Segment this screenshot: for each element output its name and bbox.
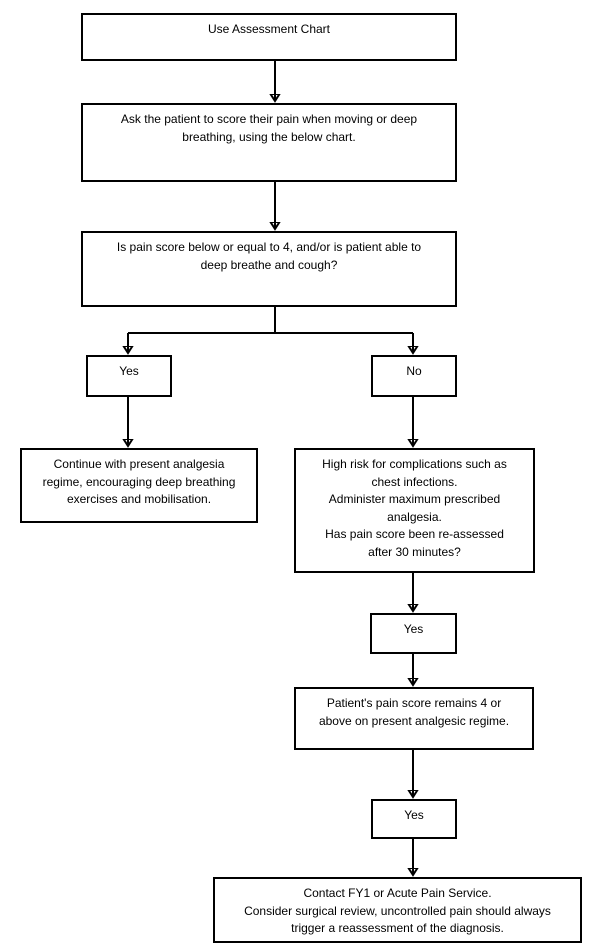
node-contact-service-label: Contact FY1 or Acute Pain Service. Consi…: [244, 886, 551, 935]
node-high-risk: High risk for complications such as ches…: [294, 448, 535, 573]
node-pain-remains: Patient's pain score remains 4 or above …: [294, 687, 534, 750]
node-yes-reassessed: Yes: [370, 613, 457, 654]
node-pain-remains-label: Patient's pain score remains 4 or above …: [318, 696, 510, 728]
node-yes-branch: Yes: [86, 355, 172, 397]
node-yes-remains-label: Yes: [404, 808, 424, 822]
node-no-branch: No: [371, 355, 457, 397]
node-continue-analgesia: Continue with present analgesia regime, …: [20, 448, 258, 523]
node-decision-pain-score-label: Is pain score below or equal to 4, and/o…: [116, 240, 422, 272]
node-continue-analgesia-label: Continue with present analgesia regime, …: [42, 457, 236, 506]
node-use-assessment-chart: Use Assessment Chart: [81, 13, 457, 61]
node-ask-patient-score: Ask the patient to score their pain when…: [81, 103, 457, 182]
node-yes-remains: Yes: [371, 799, 457, 839]
node-ask-patient-score-label: Ask the patient to score their pain when…: [120, 112, 418, 144]
node-contact-service: Contact FY1 or Acute Pain Service. Consi…: [213, 877, 582, 943]
node-decision-pain-score: Is pain score below or equal to 4, and/o…: [81, 231, 457, 307]
node-high-risk-label: High risk for complications such as ches…: [322, 457, 507, 559]
node-use-assessment-chart-label: Use Assessment Chart: [207, 22, 331, 36]
node-yes-reassessed-label: Yes: [403, 622, 424, 636]
node-yes-branch-label: Yes: [119, 364, 139, 378]
node-no-branch-label: No: [406, 364, 422, 378]
